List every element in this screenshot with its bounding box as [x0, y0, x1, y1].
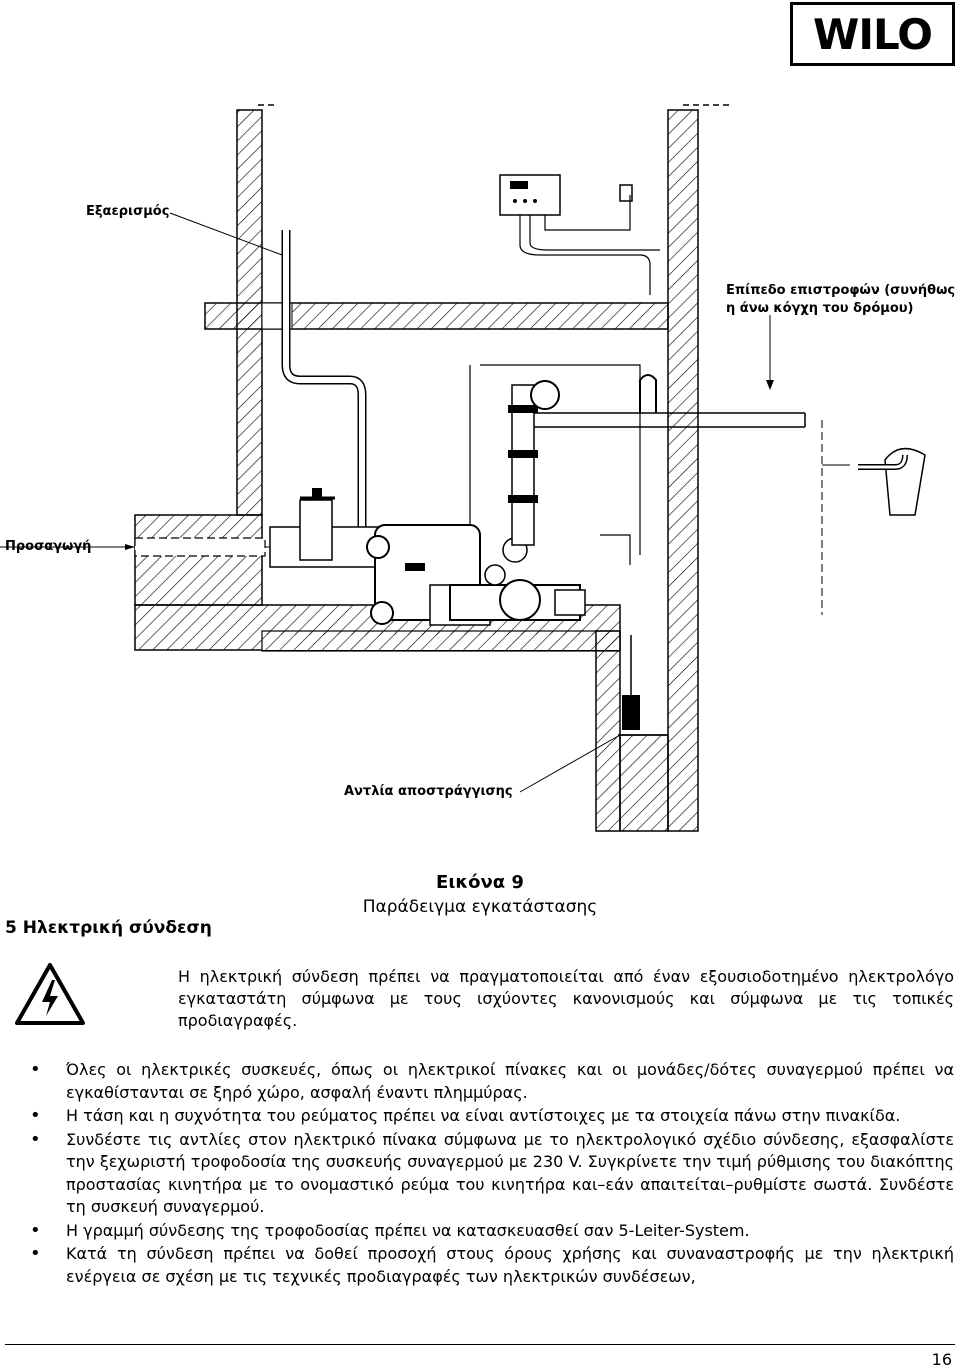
installation-diagram: Εξαερισμός Προσαγωγή Επίπεδο επιστροφών … [0, 95, 960, 835]
figure-caption-subtitle: Παράδειγμα εγκατάστασης [362, 897, 598, 917]
inlet-valve [299, 499, 333, 561]
pressure-pipe [511, 384, 535, 546]
logo-text: WILO [813, 9, 933, 59]
drainage-pump [622, 695, 640, 730]
label-inlet: Προσαγωγή [5, 539, 92, 554]
list-item: Η τάση και η συχνότητα του ρεύματος πρέπ… [30, 1105, 954, 1128]
figure-caption-title: Εικόνα 9 [436, 872, 524, 893]
label-backflow-level-2: η άνω κόγχη του δρόμου) [726, 301, 914, 316]
bullet-list: Όλες οι ηλεκτρικές συσκευές, όπως οι ηλε… [30, 1059, 954, 1289]
right-wall [667, 109, 699, 832]
page-number: 16 [931, 1350, 952, 1369]
section-heading: 5 Ηλεκτρική σύνδεση [5, 918, 212, 938]
label-drainage-pump: Αντλία αποστράγγισης [344, 784, 513, 799]
label-backflow-level-1: Επίπεδο επιστροφών (συνήθως [726, 283, 956, 298]
electrical-warning-icon [15, 963, 85, 1025]
alarm-box [619, 184, 633, 202]
footer-divider [5, 1344, 955, 1345]
section-intro: Η ηλεκτρική σύνδεση πρέπει να πραγματοπο… [178, 967, 954, 1030]
wilo-logo: WILO [790, 2, 955, 66]
list-item: Κατά τη σύνδεση πρέπει να δοθεί προσοχή … [30, 1243, 954, 1288]
list-item: Συνδέστε τις αντλίες στον ηλεκτρικό πίνα… [30, 1129, 954, 1219]
pit-bottom [619, 734, 669, 832]
control-box [499, 174, 561, 216]
list-item: Η γραμμή σύνδεσης της τροφοδοσίας πρέπει… [30, 1220, 954, 1243]
list-item: Όλες οι ηλεκτρικές συσκευές, όπως οι ηλε… [30, 1059, 954, 1104]
diagram-drawing [0, 104, 926, 832]
pit-wall-left [595, 630, 621, 832]
label-ventilation: Εξαερισμός [86, 204, 170, 219]
left-slab-lower [134, 554, 263, 606]
